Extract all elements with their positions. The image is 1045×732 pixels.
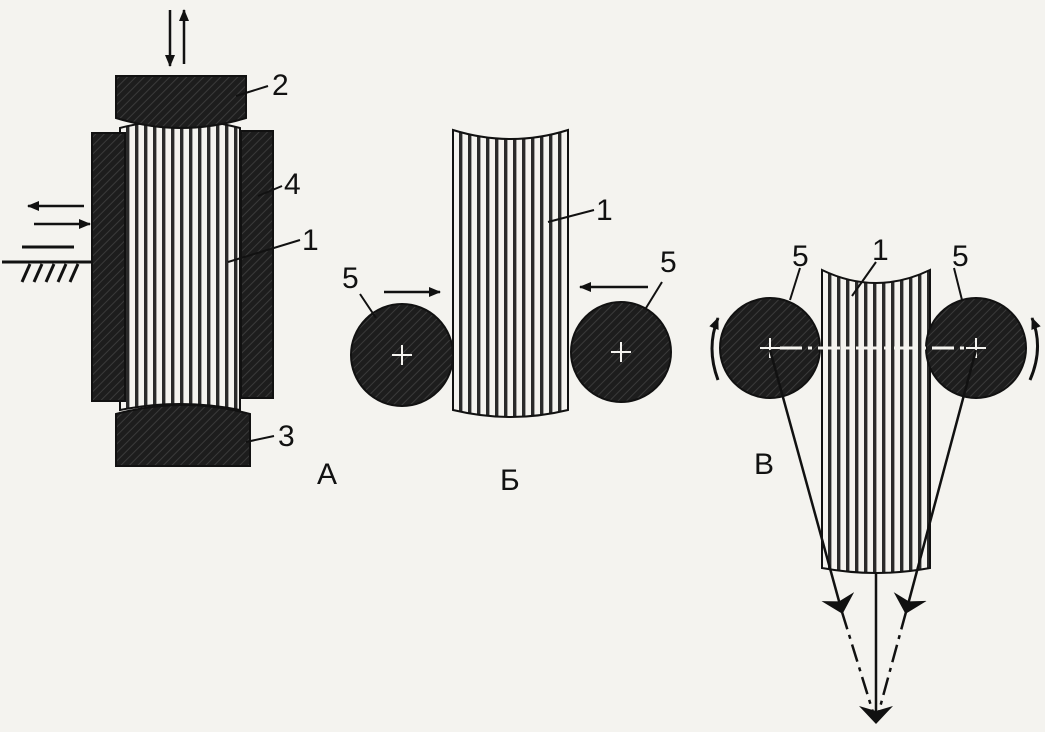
side-wall-right xyxy=(240,130,274,399)
leader-1b xyxy=(547,209,595,223)
rotation-arrow-left xyxy=(709,317,720,381)
label-3: 3 xyxy=(278,420,295,453)
rotation-arrow-right xyxy=(1028,317,1041,381)
panel-b: 1 5 5 Б xyxy=(342,128,677,497)
label-1-b: 1 xyxy=(596,194,613,227)
leader-5b-right xyxy=(645,281,663,309)
panel-a: 2 4 1 3 А xyxy=(2,9,337,491)
label-2: 2 xyxy=(272,69,289,102)
force-line-left xyxy=(768,349,855,614)
leader-1c xyxy=(851,261,877,297)
extension-right xyxy=(874,611,908,723)
top-punch xyxy=(115,75,247,129)
extension-left xyxy=(840,611,878,723)
label-5-b-left: 5 xyxy=(342,262,359,295)
leader-2 xyxy=(235,85,269,97)
specimen-b xyxy=(452,128,569,418)
leader-4 xyxy=(257,185,283,197)
label-5-b-right: 5 xyxy=(660,246,677,279)
caption-c: В xyxy=(754,448,774,481)
force-line-right xyxy=(893,349,978,614)
bottom-punch xyxy=(115,404,251,467)
side-wall-left xyxy=(91,132,126,402)
label-5-c-left: 5 xyxy=(792,240,809,273)
label-1-c: 1 xyxy=(872,234,889,267)
leader-5c-right xyxy=(953,267,963,301)
specimen-a xyxy=(119,119,241,412)
panel-c: 1 5 5 В xyxy=(709,234,1041,724)
leader-3 xyxy=(245,435,275,443)
ground-support-icon xyxy=(2,245,92,283)
caption-b: Б xyxy=(500,464,520,497)
leader-1a xyxy=(227,239,301,263)
roller-left-c xyxy=(719,297,821,399)
roller-left-b xyxy=(350,303,454,407)
leader-5b-left xyxy=(359,293,377,319)
label-5-c-right: 5 xyxy=(952,240,969,273)
roller-right-b xyxy=(570,301,672,403)
leader-5c-left xyxy=(789,267,801,301)
label-4: 4 xyxy=(284,168,301,201)
caption-a: А xyxy=(317,458,337,491)
label-1-a: 1 xyxy=(302,224,319,257)
specimen-c xyxy=(821,268,931,574)
